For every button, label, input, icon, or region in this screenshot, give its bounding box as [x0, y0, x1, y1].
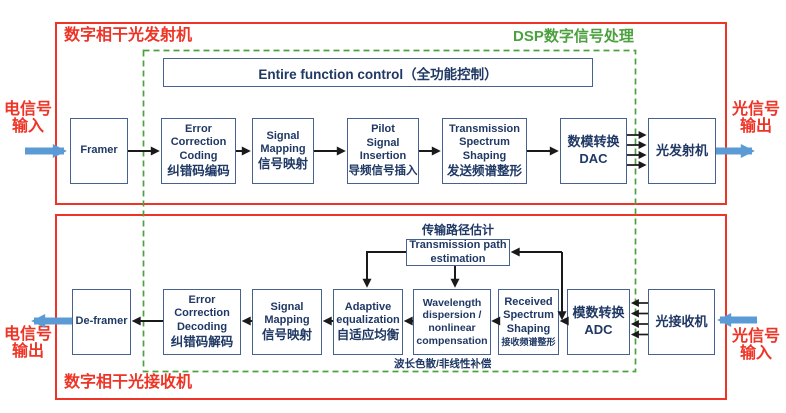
block-dac: 数模转换 DAC — [560, 118, 627, 184]
block-label-en: Signal Mapping — [264, 300, 310, 326]
block-signal-mapping-rx: Signal Mapping 信号映射 — [252, 289, 322, 355]
block-label-en: Error Correction Decoding — [174, 293, 230, 333]
label-optical-output: 光信号 输出 — [731, 101, 780, 136]
block-label-en: De-framer — [75, 315, 128, 328]
receiver-title: 数字相干光接收机 — [64, 374, 193, 391]
label-transmission-path-estimation-zh: 传输路径估计 — [421, 223, 494, 237]
block-label-zh: 信号映射 — [261, 328, 312, 343]
block-signal-mapping-tx: Signal Mapping 信号映射 — [252, 118, 314, 184]
block-transmission-spectrum-shaping: Transmission Spectrum Shaping 发送频谱整形 — [442, 118, 527, 184]
block-adc: 模数转换 ADC — [567, 289, 630, 355]
block-label: 数模转换 DAC — [567, 134, 620, 166]
block-received-spectrum-shaping: Received Spectrum Shaping 接收频谱整形 — [498, 289, 559, 355]
block-label-zh: 接收频谱整形 — [501, 336, 556, 347]
block-label-zh: 导频信号插入 — [348, 164, 418, 177]
block-label-zh: 信号映射 — [257, 157, 308, 172]
block-label-en: Signal Mapping — [260, 129, 306, 155]
label-electrical-output: 电信号 输出 — [3, 326, 52, 361]
block-deframer: De-framer — [72, 289, 131, 355]
block-label-en: Adaptive equalization — [336, 300, 400, 326]
block-label-zh: 纠错码编码 — [167, 164, 230, 179]
block-pilot-signal-insertion: Pilot Signal Insertion 导频信号插入 — [347, 118, 419, 184]
block-adaptive-equalization: Adaptive equalization 自适应均衡 — [333, 289, 403, 355]
block-label-zh: 纠错码解码 — [170, 335, 234, 350]
block-label-en: Pilot Signal Insertion — [359, 123, 407, 163]
entire-function-control-label: Entire function control（全功能控制） — [258, 66, 498, 82]
block-label-en: Wavelength dispersion / nonlinear compen… — [416, 296, 488, 347]
block-label-zh: 发送频谱整形 — [446, 164, 522, 179]
block-label-en: Transmission Spectrum Shaping — [449, 122, 520, 162]
block-framer: Framer — [70, 118, 128, 184]
dsp-title: DSP数字信号处理 — [513, 28, 634, 45]
block-label-en: Received Spectrum Shaping — [503, 295, 554, 335]
entire-function-control-box: Entire function control（全功能控制） — [163, 58, 593, 87]
transmitter-title: 数字相干光发射机 — [64, 27, 193, 44]
block-label-zh: 自适应均衡 — [336, 328, 400, 343]
block-transmission-path-estimation: Transmission path estimation — [406, 239, 510, 266]
label-electrical-input: 电信号 输入 — [3, 101, 52, 136]
block-label: 模数转换 ADC — [572, 305, 625, 337]
block-error-correction-decoding: Error Correction Decoding 纠错码解码 — [163, 289, 241, 355]
label-optical-input: 光信号 输入 — [731, 328, 780, 363]
block-label: 光接收机 — [655, 313, 708, 329]
block-wavelength-dispersion-compensation: Wavelength dispersion / nonlinear compen… — [413, 289, 491, 355]
block-error-correction-coding: Error Correction Coding 纠错码编码 — [161, 118, 236, 184]
block-label: 光发射机 — [655, 142, 708, 158]
label-wavelength-dispersion-zh: 波长色散/非线性补偿 — [394, 358, 492, 370]
block-label-en: Error Correction Coding — [170, 122, 227, 162]
block-label-en: Transmission path estimation — [409, 239, 507, 265]
block-optical-receiver: 光接收机 — [648, 289, 715, 355]
block-optical-transmitter: 光发射机 — [648, 118, 716, 184]
block-label-en: Framer — [80, 144, 118, 157]
